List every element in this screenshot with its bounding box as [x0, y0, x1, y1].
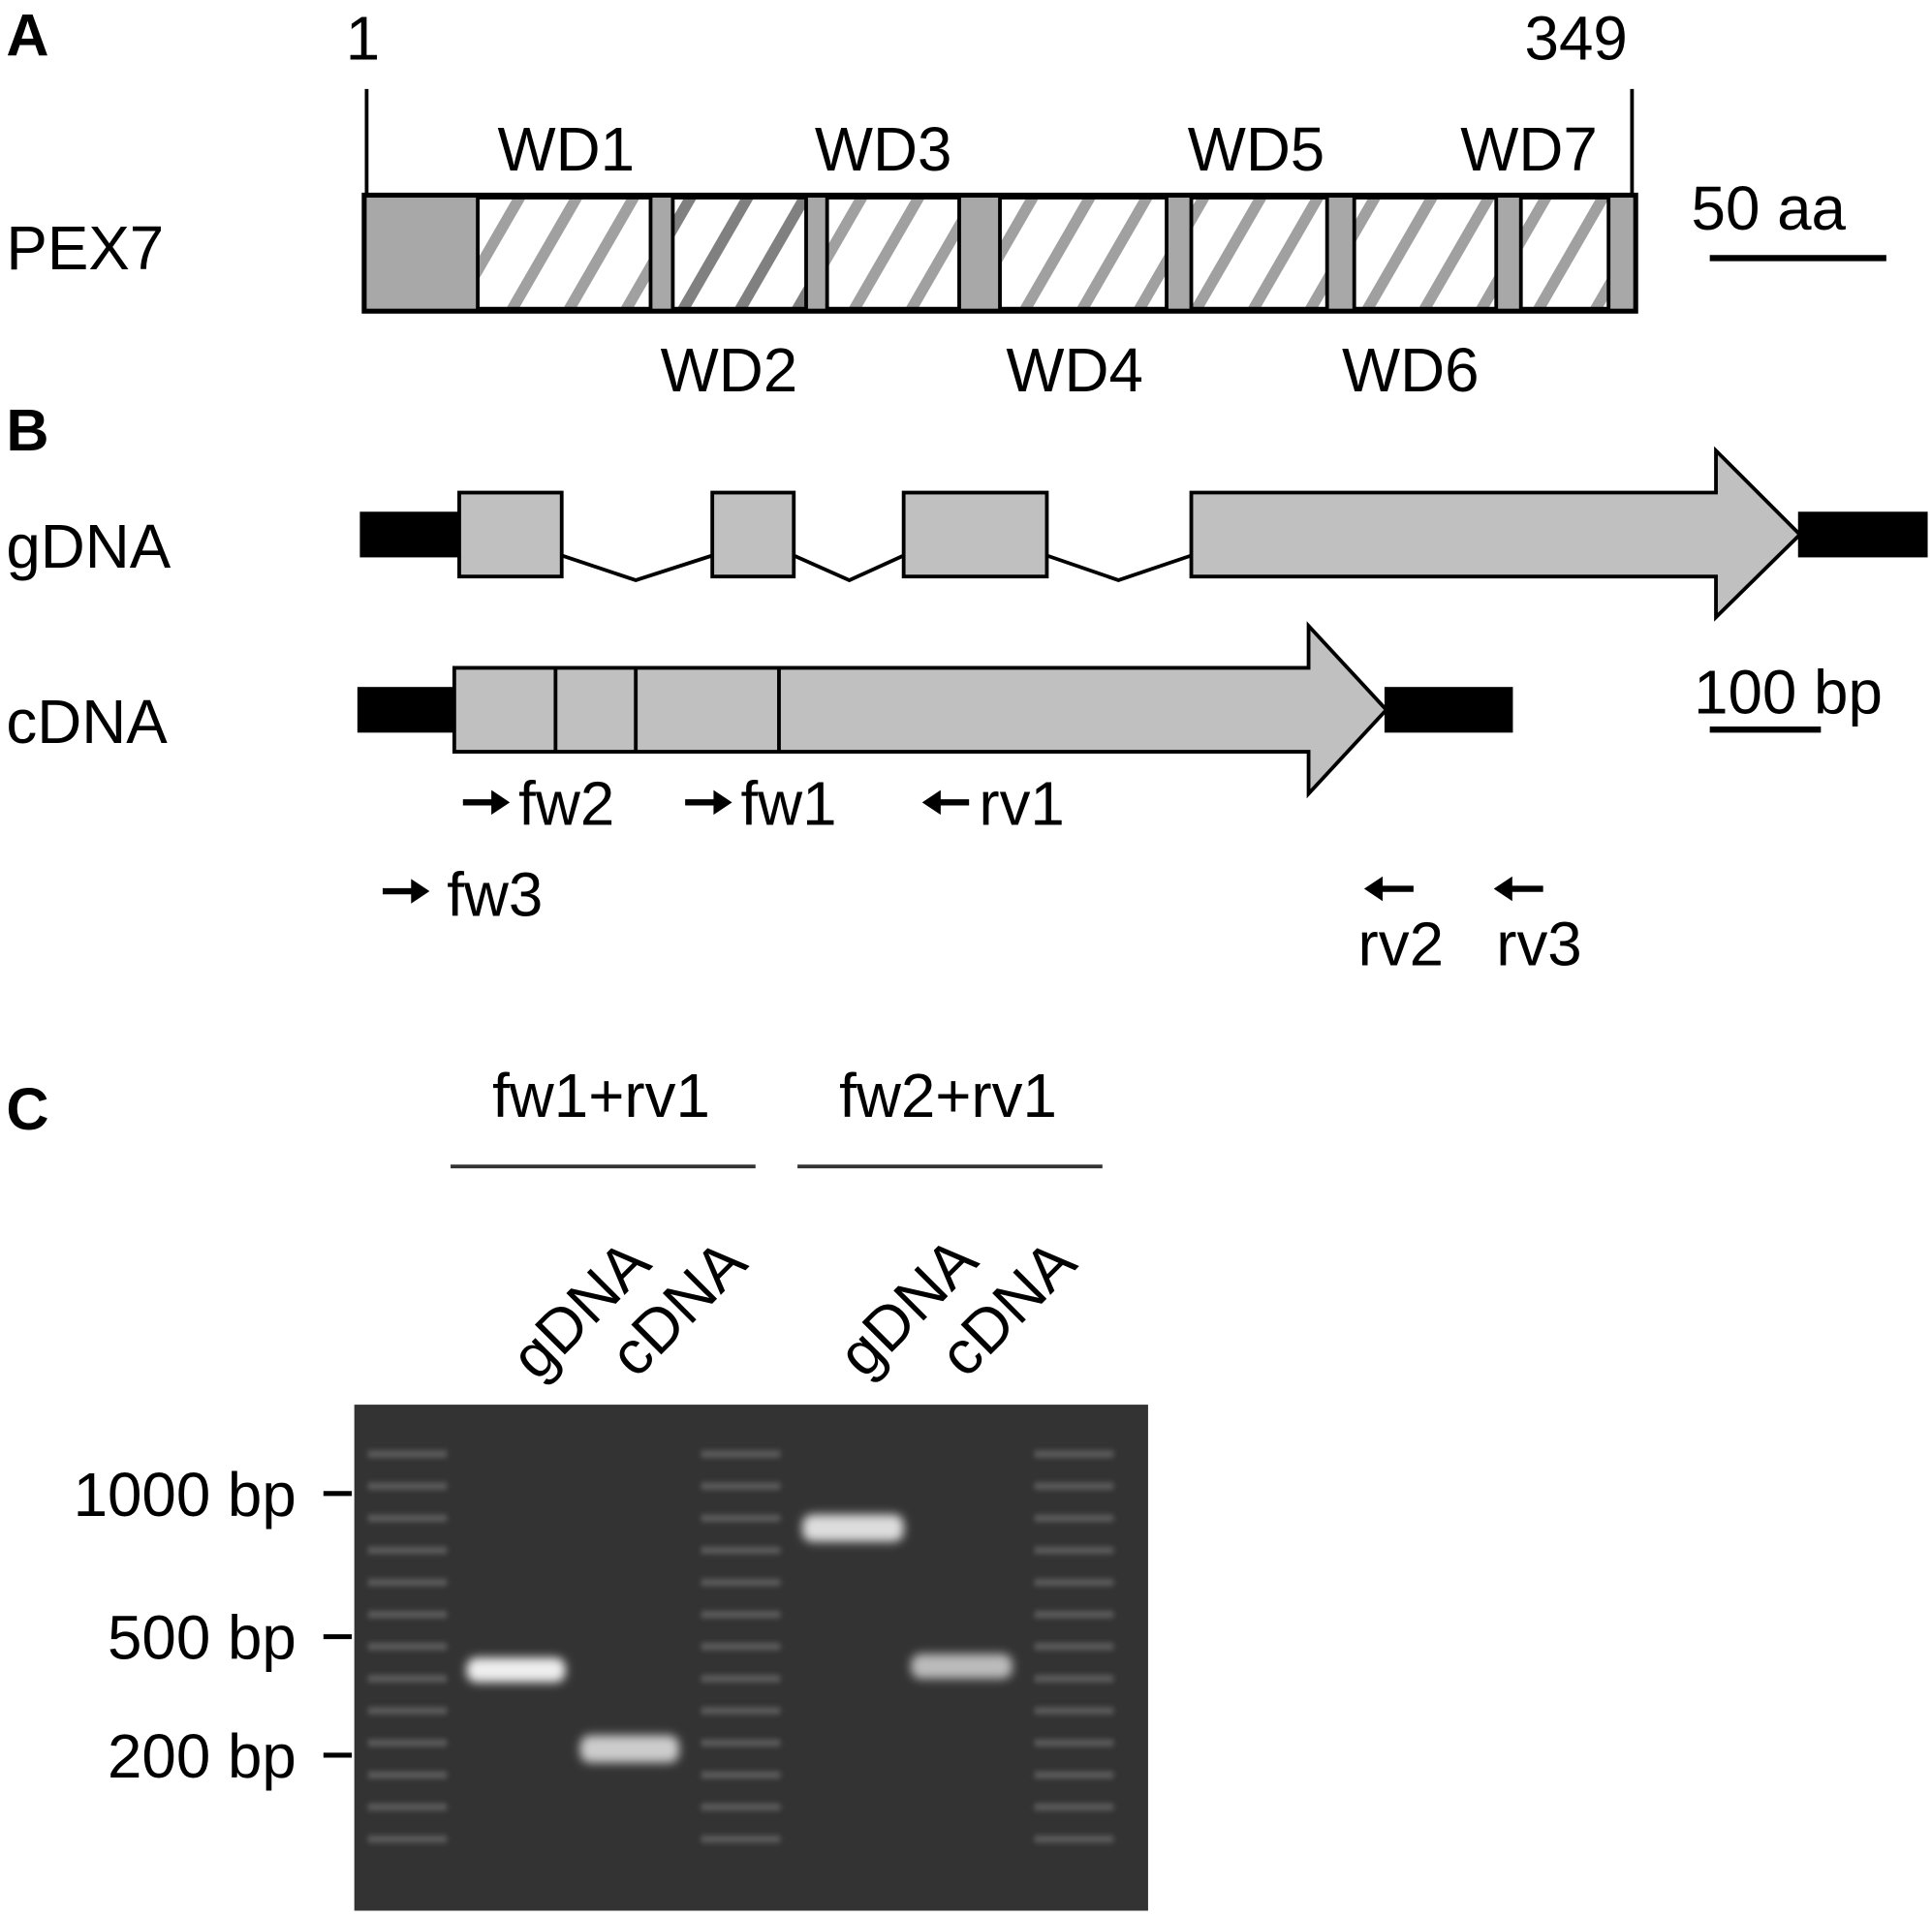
panel-letter-b: B [6, 397, 48, 463]
wd2-domain [670, 196, 808, 311]
ladder-band [1034, 1739, 1114, 1747]
panel-c: C fw1+rv1 fw2+rv1 gDNA cDNA gDNA cDNA 10… [6, 1062, 1148, 1911]
band-lane1 [466, 1657, 566, 1683]
fw2-label: fw2 [518, 769, 614, 838]
aa-scale-label: 50 aa [1692, 174, 1847, 243]
rv2-label: rv2 [1358, 911, 1444, 979]
ladder-band [367, 1482, 448, 1491]
panel-letter-a: A [6, 2, 48, 68]
wd7-label: WD7 [1460, 115, 1598, 184]
ladder-band [367, 1450, 448, 1458]
ladder-band [1034, 1450, 1114, 1458]
wd7-domain [1518, 196, 1611, 311]
ladder-band [367, 1514, 448, 1523]
ladder-band [367, 1803, 448, 1811]
ladder-band [701, 1803, 781, 1811]
ladder-band [701, 1835, 781, 1843]
gdna-structure [359, 446, 1928, 622]
ladder-band [1034, 1771, 1114, 1779]
protein-label: PEX7 [6, 214, 164, 283]
start-residue: 1 [346, 4, 380, 73]
band-lane2 [579, 1735, 679, 1763]
rv1-label: rv1 [979, 769, 1064, 838]
wd2-label: WD2 [661, 336, 798, 405]
panel-a: A 1 349 PEX7 WD1 WD3 WD5 WD7 WD2 WD4 WD6… [6, 2, 1886, 405]
ladder-band [701, 1771, 781, 1779]
marker-200bp: 200 bp [108, 1722, 296, 1791]
ladder-band [367, 1546, 448, 1555]
ladder-band [701, 1675, 781, 1683]
ladder-band [367, 1707, 448, 1715]
gel-image [354, 1405, 1148, 1911]
wd5-label: WD5 [1188, 115, 1325, 184]
primer-fw3: fw3 [382, 861, 543, 930]
wd3-domain [825, 196, 961, 311]
marker-500bp: 500 bp [108, 1604, 296, 1673]
ladder-band [701, 1546, 781, 1555]
cdna-structure [357, 621, 1513, 799]
primer-fw2: fw2 [462, 769, 614, 838]
group-label-fw1-rv1: fw1+rv1 [492, 1062, 710, 1130]
primer-rv2: rv2 [1358, 876, 1444, 979]
marker-1000bp: 1000 bp [74, 1461, 296, 1530]
ladder-band [701, 1610, 781, 1619]
ladder-band [1034, 1835, 1114, 1843]
bp-scale-label: 100 bp [1694, 659, 1883, 727]
rv3-label: rv3 [1496, 911, 1581, 979]
fw1-label: fw1 [740, 769, 836, 838]
ladder-band [367, 1771, 448, 1779]
primer-rv1: rv1 [921, 769, 1065, 838]
wd4-domain [998, 196, 1169, 311]
ladder-band [1034, 1803, 1114, 1811]
primer-rv3: rv3 [1493, 876, 1582, 979]
ladder-band [1034, 1675, 1114, 1683]
ladder-band [701, 1450, 781, 1458]
wd1-label: WD1 [497, 115, 635, 184]
group-label-fw2-rv1: fw2+rv1 [839, 1062, 1057, 1130]
end-residue: 349 [1525, 4, 1628, 73]
ladder-band [701, 1578, 781, 1587]
ladder-band [701, 1643, 781, 1651]
wd3-label: WD3 [815, 115, 952, 184]
pex7-domain-bar [361, 192, 1638, 314]
ladder-band [701, 1707, 781, 1715]
band-lane4 [911, 1654, 1013, 1679]
wd5-domain [1189, 196, 1329, 311]
wd6-label: WD6 [1342, 336, 1480, 405]
panel-letter-c: C [6, 1076, 48, 1142]
ladder-band [1034, 1482, 1114, 1491]
ladder-band [701, 1482, 781, 1491]
ladder-band [1034, 1610, 1114, 1619]
primer-fw1: fw1 [685, 769, 837, 838]
ladder-band [701, 1514, 781, 1523]
band-lane3 [802, 1514, 904, 1542]
wd6-domain [1352, 196, 1499, 311]
fw3-label: fw3 [447, 861, 543, 930]
ladder-band [1034, 1643, 1114, 1651]
ladder-band [1034, 1514, 1114, 1523]
ladder-band [367, 1643, 448, 1651]
ladder-band [701, 1739, 781, 1747]
ladder-band [367, 1578, 448, 1587]
ladder-band [1034, 1546, 1114, 1555]
gdna-label: gDNA [6, 512, 171, 581]
wd4-label: WD4 [1006, 336, 1143, 405]
ladder-band [367, 1835, 448, 1843]
cdna-label: cDNA [6, 688, 168, 757]
ladder-band [367, 1610, 448, 1619]
ladder-band [367, 1739, 448, 1747]
panel-b: B gDNA cDNA 100 bp fw2 [6, 397, 1928, 979]
ladder-band [367, 1675, 448, 1683]
wd1-domain [476, 196, 653, 311]
ladder-band [1034, 1707, 1114, 1715]
ladder-band [1034, 1578, 1114, 1587]
